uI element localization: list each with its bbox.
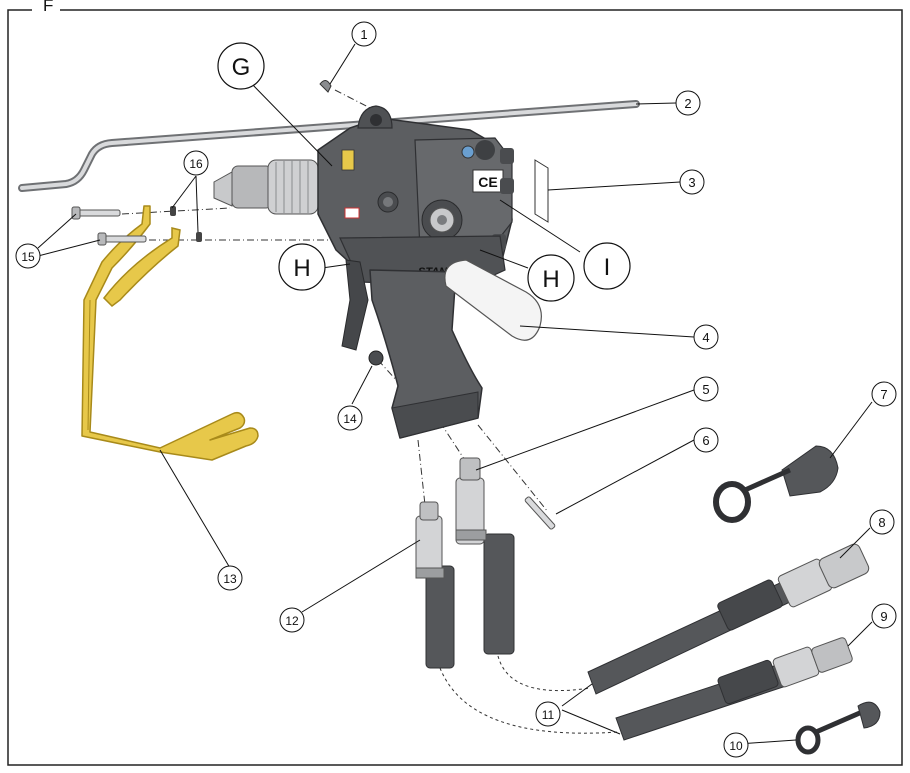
callout-11: 11 <box>535 701 561 727</box>
coupler-hose-part-5 <box>455 457 515 655</box>
svg-text:9: 9 <box>880 609 887 624</box>
callout-letter-h-left: H <box>278 243 326 291</box>
callout-letter-i: I <box>583 242 631 290</box>
svg-text:H: H <box>542 266 559 293</box>
callout-13: 13 <box>217 565 243 591</box>
dust-cap-part-7 <box>713 445 839 523</box>
dust-cap-part-10 <box>795 701 881 755</box>
svg-text:10: 10 <box>729 739 743 753</box>
leader-lines <box>37 43 873 746</box>
yellow-bracket <box>81 205 259 461</box>
callout-5: 5 <box>693 376 719 402</box>
svg-text:7: 7 <box>880 387 887 402</box>
figure-label: F <box>40 0 57 16</box>
callout-2: 2 <box>675 90 701 116</box>
callout-3: 3 <box>679 169 705 195</box>
svg-text:11: 11 <box>542 708 555 722</box>
svg-text:3: 3 <box>688 175 695 190</box>
svg-text:8: 8 <box>878 515 885 530</box>
svg-text:5: 5 <box>702 382 709 397</box>
callout-7: 7 <box>871 381 897 407</box>
svg-text:13: 13 <box>223 572 237 586</box>
callout-15: 15 <box>15 243 41 269</box>
callout-16: 16 <box>183 150 209 176</box>
callout-8: 8 <box>869 509 895 535</box>
svg-text:16: 16 <box>189 157 203 171</box>
svg-text:14: 14 <box>343 412 357 426</box>
callout-1: 1 <box>351 21 377 47</box>
callout-10: 10 <box>723 732 749 758</box>
pin-part-1 <box>319 80 332 93</box>
accumulator-cylinder <box>444 259 542 341</box>
washers-part-16 <box>170 206 202 242</box>
svg-text:G: G <box>232 54 251 81</box>
svg-text:12: 12 <box>285 614 299 628</box>
svg-text:H: H <box>293 255 310 282</box>
coupler-hose-part-12 <box>415 501 455 669</box>
hydraulic-drill: CE STAN <box>213 105 514 439</box>
callout-12: 12 <box>279 607 305 633</box>
diagram-frame <box>7 9 903 766</box>
callout-4: 4 <box>693 324 719 350</box>
callout-letter-g: G <box>217 42 265 90</box>
svg-text:6: 6 <box>702 433 709 448</box>
callout-9: 9 <box>871 603 897 629</box>
svg-text:4: 4 <box>702 330 709 345</box>
hose-coupler-part-8 <box>587 543 870 695</box>
guide-rod <box>18 100 640 192</box>
callout-6: 6 <box>693 427 719 453</box>
screw-part-6 <box>524 496 556 530</box>
callout-14: 14 <box>337 405 363 431</box>
svg-text:I: I <box>604 254 611 281</box>
warning-label-part-3 <box>534 159 549 223</box>
hose-coupler-part-9 <box>615 637 853 741</box>
svg-text:2: 2 <box>684 96 691 111</box>
ce-mark: CE <box>478 174 497 190</box>
svg-text:15: 15 <box>21 250 35 264</box>
callout-letter-h-right: H <box>527 254 575 302</box>
plug-part-14 <box>368 350 384 366</box>
hose-connection-dashes <box>439 655 619 734</box>
screws-part-15 <box>71 206 147 246</box>
svg-text:1: 1 <box>360 27 367 42</box>
